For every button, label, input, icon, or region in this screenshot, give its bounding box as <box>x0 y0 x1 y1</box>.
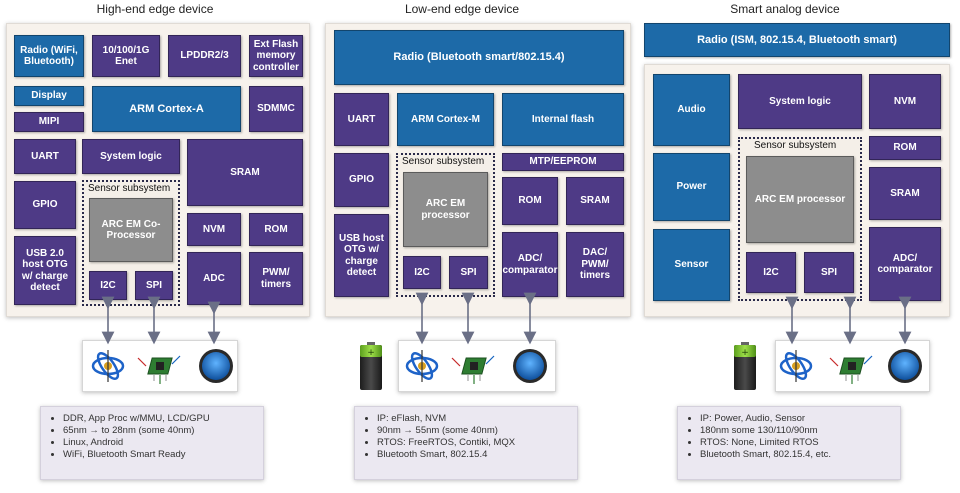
usb-otg-block-2: USB host OTG w/ charge detect <box>334 214 389 297</box>
display-block: Display <box>14 86 84 106</box>
accelerometer-board-icon <box>829 355 873 384</box>
system-logic-block-3: System logic <box>738 74 862 129</box>
nvm-block: NVM <box>187 213 241 246</box>
accelerometer-board-icon <box>451 355 495 384</box>
gyroscope-icon <box>779 350 813 382</box>
note-item: RTOS: None, Limited RTOS <box>700 437 900 449</box>
radio-bluetooth-802154-block: Radio (Bluetooth smart/802.15.4) <box>334 30 624 85</box>
dac-pwm-timers-block: DAC/ PWM/ timers <box>566 232 624 297</box>
notes-smart-analog: IP: Power, Audio, Sensor 180nm some 130/… <box>677 406 901 480</box>
enet-block: 10/100/1G Enet <box>92 35 160 77</box>
radio-ism-block: Radio (ISM, 802.15.4, Bluetooth smart) <box>644 23 950 57</box>
mipi-block: MIPI <box>14 112 84 132</box>
note-item: Bluetooth Smart, 802.15.4, etc. <box>700 449 900 461</box>
note-item: IP: eFlash, NVM <box>377 413 577 425</box>
note-item: Linux, Android <box>63 437 263 449</box>
note-item: 180nm some 130/110/90nm <box>700 425 900 437</box>
compass-icon <box>513 349 547 383</box>
i2c-block: I2C <box>89 271 127 300</box>
gyroscope-icon <box>405 350 439 382</box>
gpio-block-2: GPIO <box>334 153 389 207</box>
note-item: Bluetooth Smart, 802.15.4 <box>377 449 577 461</box>
pwm-timers-block: PWM/ timers <box>249 252 303 305</box>
sdmmc-block: SDMMC <box>249 86 303 132</box>
note-item: RTOS: FreeRTOS, Contiki, MQX <box>377 437 577 449</box>
sram-block: SRAM <box>187 139 303 206</box>
uart-block-2: UART <box>334 93 389 146</box>
note-item: WiFi, Bluetooth Smart Ready <box>63 449 263 461</box>
power-block: Power <box>653 153 730 221</box>
nvm-block-3: NVM <box>869 74 941 129</box>
battery-icon: + <box>360 342 382 390</box>
lpddr-block: LPDDR2/3 <box>168 35 241 77</box>
sram-block-2: SRAM <box>566 177 624 225</box>
arm-cortex-m-block: ARM Cortex-M <box>397 93 494 146</box>
arc-em-coprocessor-block: ARC EM Co-Processor <box>89 198 173 262</box>
audio-block: Audio <box>653 74 730 146</box>
ext-flash-controller-block: Ext Flash memory controller <box>249 35 303 77</box>
notes-high-end: DDR, App Proc w/MMU, LCD/GPU 65nm → to 2… <box>40 406 264 480</box>
sensor-subsystem-label-3: Sensor subsystem <box>754 140 837 151</box>
sensor-subsystem-label-2: Sensor subsystem <box>402 156 485 167</box>
svg-text:+: + <box>741 348 749 358</box>
i2c-block-3: I2C <box>746 252 796 293</box>
spi-block-2: SPI <box>449 256 488 289</box>
spi-block-3: SPI <box>804 252 854 293</box>
gyroscope-icon <box>91 350 125 382</box>
sensor-block: Sensor <box>653 229 730 301</box>
battery-icon: + <box>734 342 756 390</box>
radio-wifi-bluetooth-block: Radio (WiFi, Bluetooth) <box>14 35 84 77</box>
accelerometer-board-icon <box>137 355 181 384</box>
adc-comparator-block: ADC/ comparator <box>502 232 558 297</box>
mtp-eeprom-block: MTP/EEPROM <box>502 153 624 171</box>
system-logic-block: System logic <box>82 139 180 174</box>
sram-block-3: SRAM <box>869 167 941 220</box>
i2c-block-2: I2C <box>403 256 441 289</box>
note-item: IP: Power, Audio, Sensor <box>700 413 900 425</box>
note-item: DDR, App Proc w/MMU, LCD/GPU <box>63 413 263 425</box>
uart-block: UART <box>14 139 76 174</box>
note-item: 90nm → 55nm (some 40nm) <box>377 425 577 437</box>
rom-block: ROM <box>249 213 303 246</box>
rom-block-3: ROM <box>869 136 941 160</box>
compass-icon <box>199 349 233 383</box>
rom-block-2: ROM <box>502 177 558 225</box>
gpio-block: GPIO <box>14 181 76 229</box>
arm-cortex-a-block: ARM Cortex-A <box>92 86 241 132</box>
arc-em-processor-block-3: ARC EM processor <box>746 156 854 243</box>
notes-low-end: IP: eFlash, NVM 90nm → 55nm (some 40nm) … <box>354 406 578 480</box>
column-title-low-end: Low-end edge device <box>404 2 520 16</box>
arc-em-processor-block: ARC EM processor <box>403 172 488 247</box>
note-item: 65nm → to 28nm (some 40nm) <box>63 425 263 437</box>
usb-otg-block: USB 2.0 host OTG w/ charge detect <box>14 236 76 305</box>
compass-icon <box>888 349 922 383</box>
internal-flash-block: Internal flash <box>502 93 624 146</box>
column-title-high-end: High-end edge device <box>96 2 214 16</box>
sensor-subsystem-label: Sensor subsystem <box>88 183 171 194</box>
svg-text:+: + <box>367 348 375 358</box>
column-title-smart-analog: Smart analog device <box>730 2 840 16</box>
